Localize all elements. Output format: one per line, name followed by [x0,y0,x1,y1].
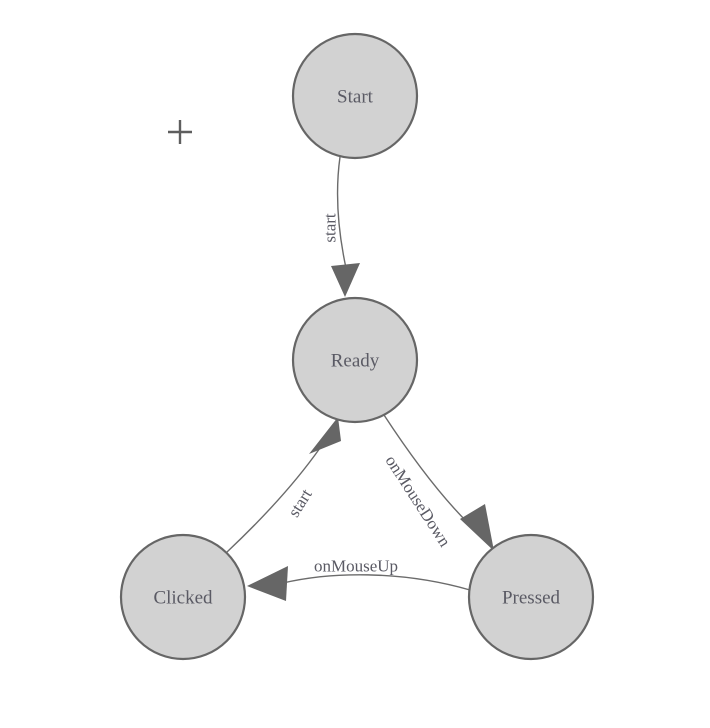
edge-start-to-ready-path [336,156,347,269]
edge-ready-to-pressed[interactable]: onMouseDown [381,414,494,551]
crosshair-icon [168,120,192,144]
state-label-ready: Ready [331,351,380,372]
edge-label-clicked-to-ready: start [284,485,316,520]
state-node-ready[interactable]: Ready [291,296,419,424]
state-circle-pressed[interactable] [467,533,595,661]
state-circle-clicked[interactable] [119,533,247,661]
edge-start-to-ready-arrowhead [331,263,360,297]
state-label-start: Start [337,87,374,108]
state-circle-start[interactable] [291,32,419,160]
edge-clicked-to-ready-path [226,447,321,553]
state-node-clicked[interactable]: Clicked [119,533,247,661]
state-label-clicked: Clicked [153,588,213,609]
state-circle-ready[interactable] [291,296,419,424]
edge-pressed-to-clicked[interactable]: onMouseUp [247,557,471,602]
edge-label-ready-to-pressed: onMouseDown [381,452,454,551]
edge-pressed-to-clicked-arrowhead [247,566,288,601]
edge-clicked-to-ready[interactable]: start [226,417,341,553]
state-node-pressed[interactable]: Pressed [467,533,595,661]
state-node-start[interactable]: Start [291,32,419,160]
edge-ready-to-pressed-arrowhead [460,504,494,551]
edge-clicked-to-ready-arrowhead [309,417,341,454]
edge-start-to-ready[interactable]: start [321,156,361,297]
edge-label-start-to-ready: start [321,213,340,243]
state-label-pressed: Pressed [502,588,561,609]
edge-pressed-to-clicked-path [282,574,471,591]
edge-label-pressed-to-clicked: onMouseUp [314,557,398,576]
